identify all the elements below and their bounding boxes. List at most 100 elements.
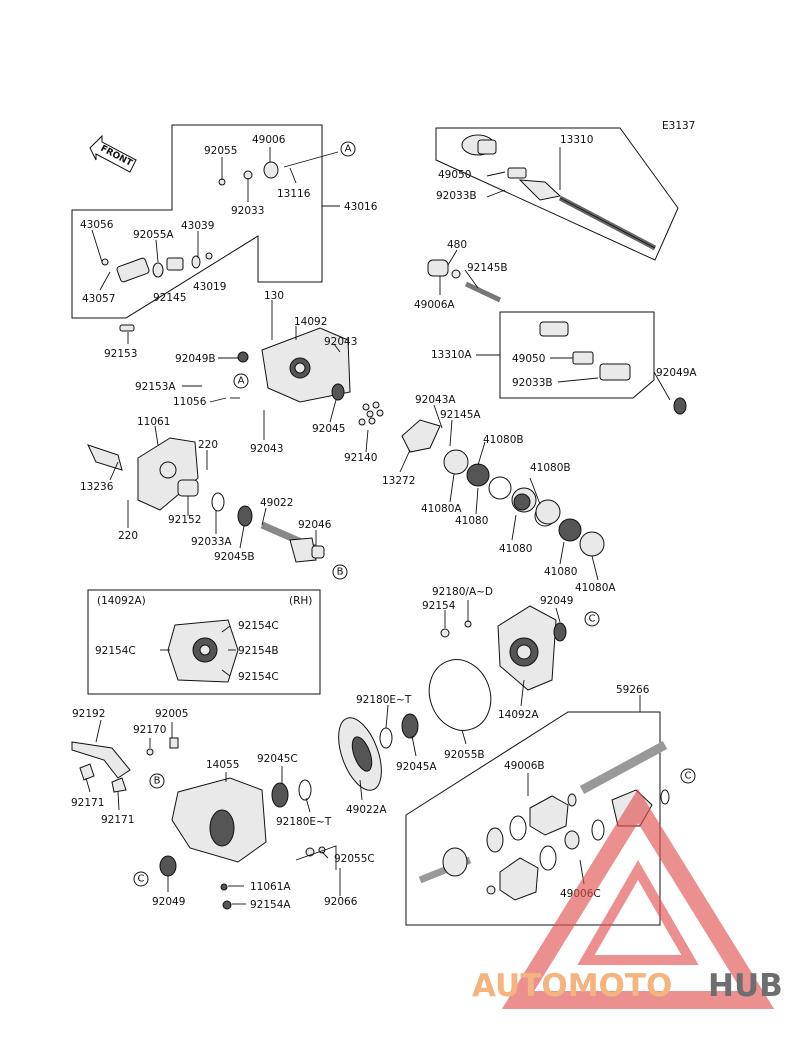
part-label: 92154C [95,645,136,657]
part-label: 92033B [512,377,553,389]
svg-text:A: A [238,376,245,387]
part-label: 480 [447,239,467,251]
part-label: 92145 [153,292,186,304]
part-label: 11061A [250,881,291,893]
part-label: 92140 [344,452,377,464]
group-outline-43016 [71,124,323,319]
part-label: 92180E~T [276,816,332,828]
part-label: 92180/A~D [432,586,493,598]
part-label: 92043A [415,394,456,406]
part-label: 41080 [499,543,532,555]
part-label: 92154A [250,899,291,911]
part-label: 43056 [80,219,114,231]
part-label: 92043 [250,443,283,455]
part-label: 92033A [191,536,232,548]
callout-a-top: A [340,141,356,157]
part-label: 49022A [346,804,387,816]
part-label: 43016 [344,201,378,213]
part-label: 220 [118,530,138,542]
leader-lines [85,147,671,905]
part-label: 130 [264,290,284,302]
part-label: 43019 [193,281,226,293]
part-label: 11056 [173,396,207,408]
part-label: 92049A [656,367,697,379]
group-outline-59266 [405,711,661,926]
part-label: 92049 [152,896,185,908]
callout-b-bottom: B [149,773,165,789]
part-label: 49006B [504,760,545,772]
svg-text:B: B [337,567,344,578]
part-label: 49006A [414,299,455,311]
part-label: 92043 [324,336,357,348]
part-label: 92033B [436,190,477,202]
part-label: 92066 [324,896,358,908]
part-label: 14092 [294,316,327,328]
diagram-code: E3137 [662,120,695,132]
part-label: 92055A [133,229,174,241]
part-label: 49022 [260,497,293,509]
part-label: 59266 [616,684,650,696]
part-label: 41080B [530,462,571,474]
inset-side: (RH) [289,595,312,607]
watermark-logo-triangle [501,788,775,1009]
inset-box-14092a: (14092A) (RH) [87,589,321,695]
part-label: 92152 [168,514,201,526]
inset-title: (14092A) [97,595,146,607]
group-outline-13310 [435,127,679,261]
svg-text:C: C [138,874,145,885]
part-label: 13116 [277,188,311,200]
part-label: 92049 [540,595,573,607]
part-label: 92055C [334,853,375,865]
part-label: 43057 [82,293,115,305]
watermark: AUTOMOTO HUB [472,788,783,1009]
part-label: 41080 [544,566,577,578]
part-label: 92033 [231,205,264,217]
part-label: 92046 [298,519,332,531]
part-label: 92171 [71,797,104,809]
part-label: 92049B [175,353,216,365]
callout-c-axle: C [680,768,696,784]
part-label: 220 [198,439,218,451]
part-label: 92045A [396,761,437,773]
part-label: 41080A [575,582,616,594]
part-label: 92153A [135,381,176,393]
part-label: 92171 [101,814,134,826]
front-arrow: FRONT [89,134,137,173]
part-label: 13310 [560,134,593,146]
part-label: 41080 [455,515,488,527]
callout-c-bottom: C [133,871,149,887]
svg-text:C: C [685,771,692,782]
part-label: 41080A [421,503,462,515]
callout-c-right: C [584,611,600,627]
part-label: 92154 [422,600,456,612]
part-label: 14055 [206,759,239,771]
part-drawings [71,134,687,910]
part-label: 92145B [467,262,508,274]
part-label: 92154B [238,645,279,657]
part-label: 92192 [72,708,105,720]
watermark-text-part2: HUB [708,968,783,1004]
part-label: 92170 [133,724,166,736]
part-label: 13272 [382,475,415,487]
part-label: 92045 [312,423,345,435]
svg-text:B: B [154,776,161,787]
part-label: 92153 [104,348,137,360]
part-label: 13236 [80,481,114,493]
part-label: 11061 [137,416,170,428]
part-label: 92045B [214,551,255,563]
callout-a-mid: A [233,373,249,389]
part-label: 92154C [238,620,279,632]
part-label: 92145A [440,409,481,421]
part-label: 14092A [498,709,539,721]
group-outline-13310a [499,311,655,399]
part-label: 92045C [257,753,298,765]
part-label: 92055 [204,145,237,157]
part-label: 92055B [444,749,485,761]
svg-text:A: A [345,144,352,155]
part-label: 92005 [155,708,188,720]
part-label: 13310A [431,349,472,361]
part-label: 43039 [181,220,214,232]
part-label: 92180E~T [356,694,412,706]
part-label: 92154C [238,671,279,683]
